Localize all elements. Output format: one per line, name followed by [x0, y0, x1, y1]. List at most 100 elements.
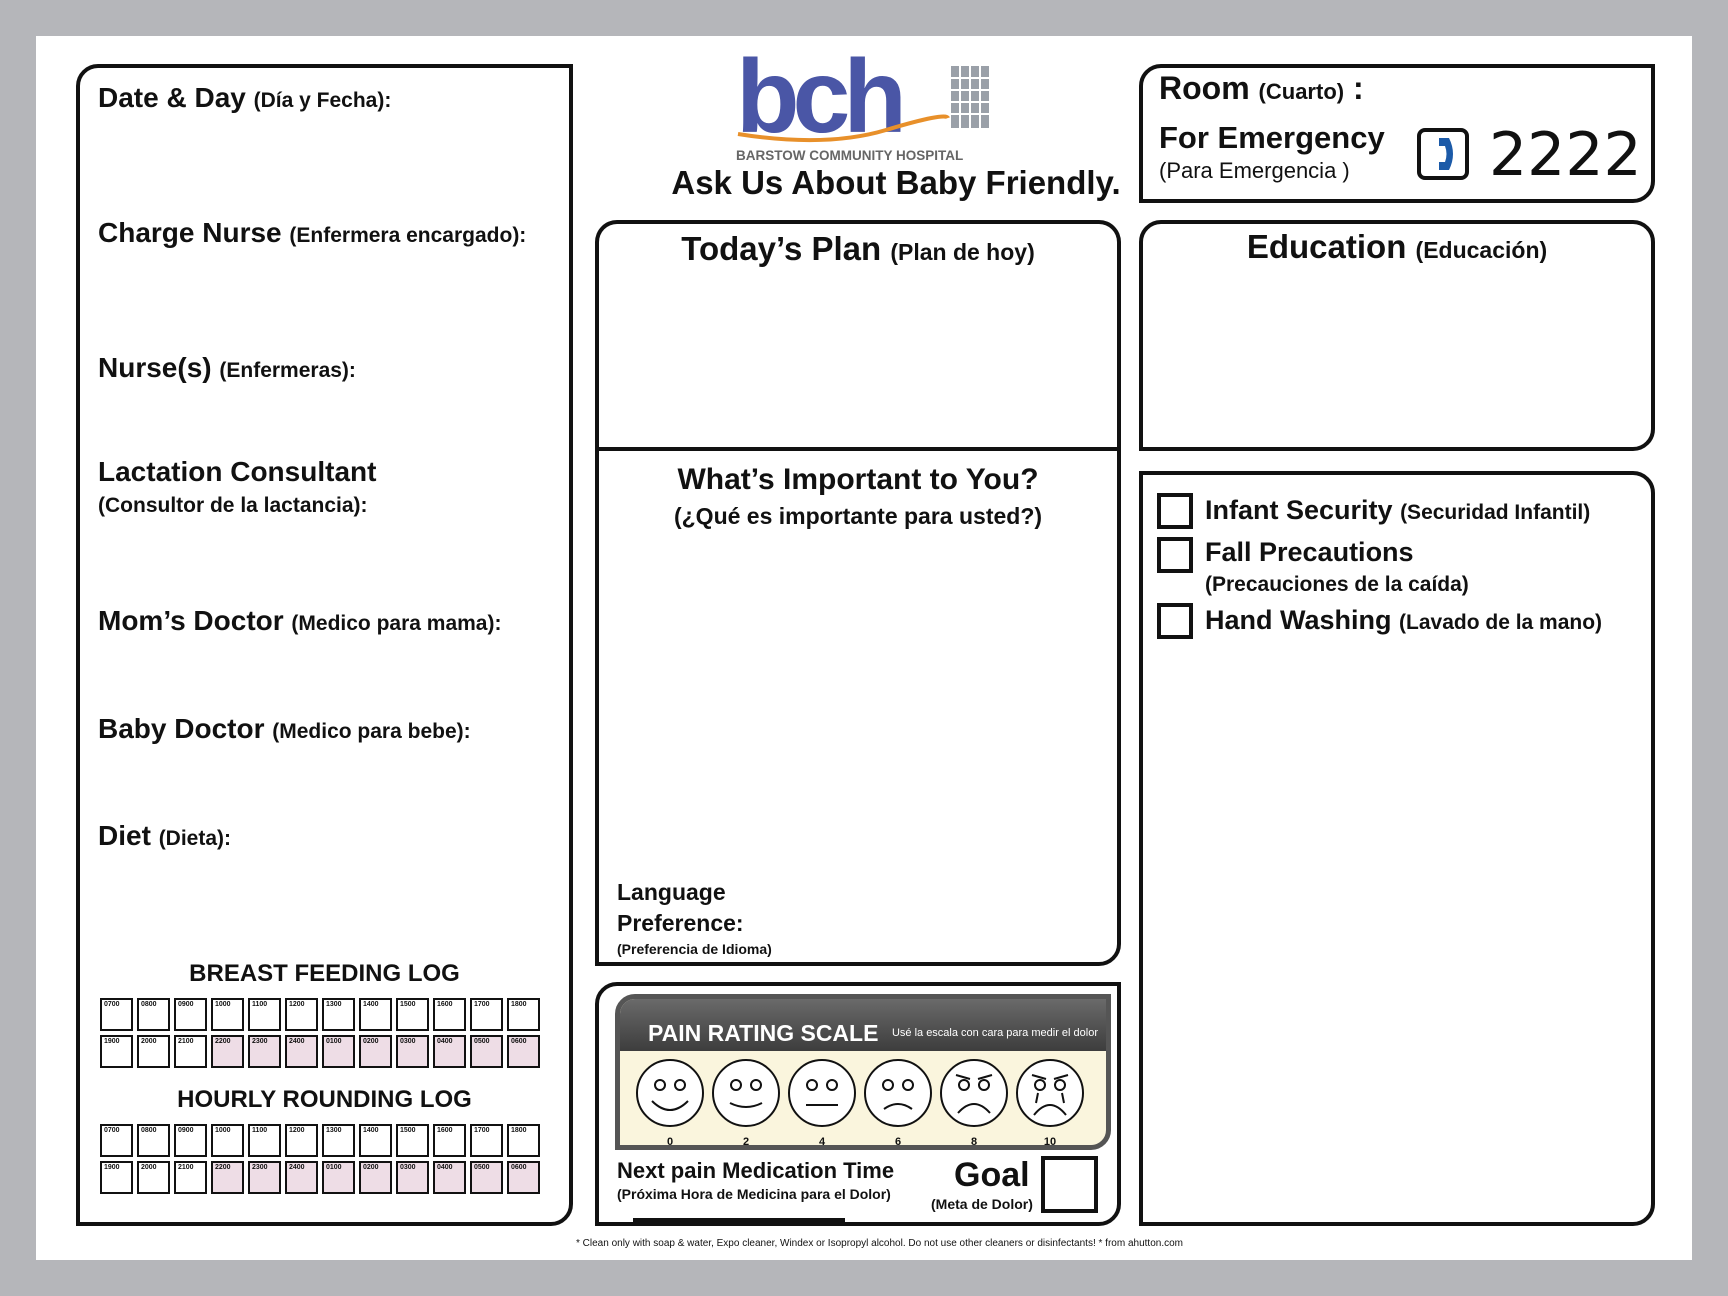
bch-logo-icon: bch BARSTOW COMMUNITY HOSPITAL: [736, 39, 990, 163]
log-cell[interactable]: 1000: [211, 1124, 244, 1157]
breast-feeding-log-title: BREAST FEEDING LOG: [189, 960, 460, 987]
log-cell[interactable]: 0600: [507, 1161, 540, 1194]
log-cell[interactable]: 1600: [433, 1124, 466, 1157]
diet-label: Diet: [98, 820, 151, 851]
moms-doctor-field: Mom’s Doctor (Medico para mama):: [98, 605, 501, 637]
emergency-label-es: (Para Emergencia ): [1159, 158, 1350, 183]
log-cell[interactable]: 0800: [137, 1124, 170, 1157]
log-cell[interactable]: 2000: [137, 1035, 170, 1068]
pain-scale-note: Usé la escala con cara para medir el dol…: [891, 1027, 1098, 1039]
hand-washing-checkbox[interactable]: [1157, 603, 1193, 639]
hand-washing-label: Hand Washing: [1205, 605, 1392, 635]
fall-precautions-label-es: (Precauciones de la caída): [1205, 573, 1469, 596]
charge-nurse-label-es: (Enfermera encargado):: [289, 224, 527, 247]
log-cell[interactable]: 1100: [248, 998, 281, 1031]
lactation-field: Lactation Consultant (Consultor de la la…: [98, 456, 376, 518]
log-cell[interactable]: 1300: [322, 998, 355, 1031]
log-cell[interactable]: 1900: [100, 1035, 133, 1068]
log-cell[interactable]: 0400: [433, 1161, 466, 1194]
log-cell[interactable]: 1100: [248, 1124, 281, 1157]
log-cell[interactable]: 2400: [285, 1035, 318, 1068]
whiteboard: Date & Day (Día y Fecha): Charge Nurse (…: [36, 36, 1692, 1260]
log-cell[interactable]: 0300: [396, 1035, 429, 1068]
whats-important-title: What’s Important to You?: [677, 463, 1039, 496]
log-cell[interactable]: 1400: [359, 1124, 392, 1157]
moms-doctor-label-es: (Medico para mama):: [291, 612, 502, 635]
log-cell[interactable]: 1700: [470, 998, 503, 1031]
log-cell[interactable]: 2200: [211, 1035, 244, 1068]
log-cell[interactable]: 0900: [174, 998, 207, 1031]
pain-scale-header: PAIN RATING SCALE Usé la escala con cara…: [620, 999, 1106, 1051]
log-cell[interactable]: 0500: [470, 1161, 503, 1194]
log-cell[interactable]: 2400: [285, 1161, 318, 1194]
education-label-es: (Educación): [1415, 237, 1548, 263]
pain-goal-box[interactable]: [1041, 1156, 1098, 1213]
todays-plan-title: Today’s Plan (Plan de hoy): [599, 230, 1117, 268]
fall-precautions-checkbox[interactable]: [1157, 537, 1193, 573]
education-label: Education: [1246, 228, 1407, 265]
log-cell[interactable]: 0700: [100, 998, 133, 1031]
log-cell[interactable]: 1000: [211, 998, 244, 1031]
log-cell[interactable]: 0700: [100, 1124, 133, 1157]
date-label: Date & Day: [98, 82, 246, 113]
log-cell[interactable]: 0100: [322, 1161, 355, 1194]
log-cell[interactable]: 0300: [396, 1161, 429, 1194]
pain-goal-label: Goal: [954, 1156, 1030, 1194]
charge-nurse-field: Charge Nurse (Enfermera encargado):: [98, 217, 526, 249]
emergency-label: For Emergency: [1159, 120, 1385, 155]
log-cell[interactable]: 1600: [433, 998, 466, 1031]
language-label-line2: Preference:: [617, 910, 744, 936]
log-cell[interactable]: 0100: [322, 1035, 355, 1068]
log-cell[interactable]: 1500: [396, 998, 429, 1031]
baby-doctor-field: Baby Doctor (Medico para bebe):: [98, 713, 471, 745]
infant-security-checkbox[interactable]: [1157, 493, 1193, 529]
education-title: Education (Educación): [1143, 228, 1651, 266]
fall-precautions-label: Fall Precautions: [1205, 537, 1414, 567]
lactation-label: Lactation Consultant: [98, 456, 377, 487]
safety-checklist-panel: Infant Security (Securidad Infantil) Fal…: [1139, 471, 1655, 1226]
room-colon: :: [1352, 70, 1364, 106]
hospital-name: BARSTOW COMMUNITY HOSPITAL: [736, 148, 963, 163]
language-label-es: (Preferencia de Idioma): [617, 941, 772, 957]
cleaning-note: * Clean only with soap & water, Expo cle…: [576, 1238, 1183, 1249]
pain-score-label: 2: [743, 1136, 749, 1148]
pain-panel: PAIN RATING SCALE Usé la escala con cara…: [595, 982, 1121, 1226]
log-cell[interactable]: 2200: [211, 1161, 244, 1194]
next-pain-medication-label: Next pain Medication Time: [617, 1158, 895, 1183]
log-cell[interactable]: 2300: [248, 1161, 281, 1194]
log-cell[interactable]: 0200: [359, 1035, 392, 1068]
pain-scale-title: PAIN RATING SCALE: [648, 1020, 879, 1046]
log-cell[interactable]: 0400: [433, 1035, 466, 1068]
log-cell[interactable]: 0500: [470, 1035, 503, 1068]
log-cell[interactable]: 1500: [396, 1124, 429, 1157]
log-cell[interactable]: 0600: [507, 1035, 540, 1068]
hourly-rounding-log-title: HOURLY ROUNDING LOG: [177, 1086, 472, 1113]
log-cell[interactable]: 2000: [137, 1161, 170, 1194]
next-pain-medication-label-es: (Próxima Hora de Medicina para el Dolor): [617, 1186, 891, 1202]
nurses-label: Nurse(s): [98, 352, 212, 383]
log-cell[interactable]: 2300: [248, 1035, 281, 1068]
room-label-row: Room (Cuarto) :: [1159, 70, 1364, 107]
log-cell[interactable]: 0200: [359, 1161, 392, 1194]
log-cell[interactable]: 2100: [174, 1035, 207, 1068]
education-panel: Education (Educación): [1139, 220, 1655, 451]
log-cell[interactable]: 1900: [100, 1161, 133, 1194]
log-cell[interactable]: 0800: [137, 998, 170, 1031]
log-cell[interactable]: 1400: [359, 998, 392, 1031]
log-cell[interactable]: 0900: [174, 1124, 207, 1157]
log-cell[interactable]: 1200: [285, 998, 318, 1031]
log-cell[interactable]: 1200: [285, 1124, 318, 1157]
infant-security-item: Infant Security (Securidad Infantil): [1205, 495, 1590, 526]
log-cell[interactable]: 1300: [322, 1124, 355, 1157]
log-cell[interactable]: 1700: [470, 1124, 503, 1157]
log-cell[interactable]: 1800: [507, 998, 540, 1031]
log-cell[interactable]: 2100: [174, 1161, 207, 1194]
log-cell[interactable]: 1800: [507, 1124, 540, 1157]
diet-field: Diet (Dieta):: [98, 820, 231, 852]
todays-plan-label: Today’s Plan: [681, 230, 882, 267]
moms-doctor-label: Mom’s Doctor: [98, 605, 284, 636]
pain-faces: 0 2 4 6 8 10: [636, 1059, 1084, 1148]
date-field: Date & Day (Día y Fecha):: [98, 82, 391, 114]
phone-icon: [1417, 128, 1469, 180]
